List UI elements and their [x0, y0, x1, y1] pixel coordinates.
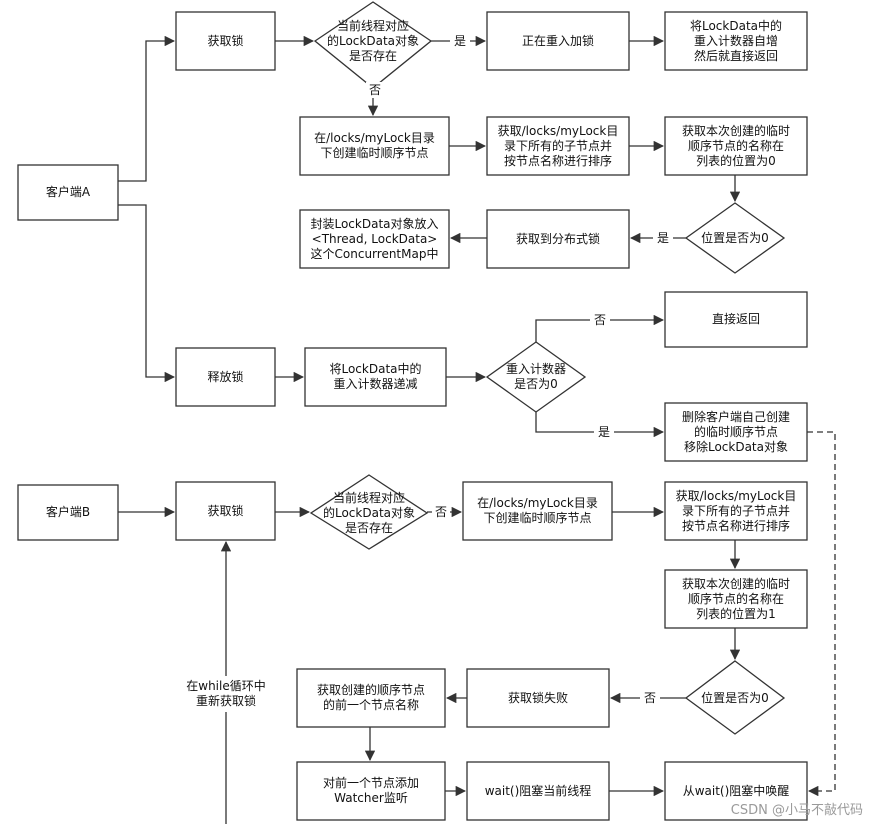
sort-a-box — [486, 116, 630, 176]
direct-return-box — [664, 291, 808, 348]
arrow-client-a-to-release — [118, 204, 176, 383]
arrow-counter-yes — [535, 412, 665, 438]
pos-b-box — [664, 569, 808, 629]
pos0-b-decision — [684, 660, 786, 735]
check-a-decision — [313, 1, 433, 89]
watcher-box — [296, 761, 446, 821]
check-b-decision — [309, 474, 429, 550]
reentering-box — [486, 11, 630, 71]
client-a-box — [17, 164, 119, 221]
pos-a-box — [664, 116, 808, 176]
sort-b-box — [664, 481, 808, 541]
wakeup-box — [664, 761, 808, 821]
dec-counter-box — [304, 347, 447, 407]
arrow-client-a-to-acquire — [118, 35, 176, 182]
fail-lock-box — [466, 668, 610, 728]
inc-counter-box — [664, 11, 808, 71]
arrow-counter-no — [535, 314, 665, 342]
acquire-a-box — [175, 11, 276, 71]
got-lock-box — [486, 209, 630, 269]
wait-box — [466, 761, 610, 821]
acquire-b-box — [175, 481, 276, 541]
create-a-box — [299, 116, 450, 176]
prev-node-box — [296, 668, 446, 728]
csdn-watermark: CSDN @小马不敲代码 — [730, 803, 863, 818]
pos0-a-decision — [684, 202, 786, 274]
counter0-decision — [485, 341, 587, 413]
client-b-box — [17, 484, 119, 541]
wrap-box — [299, 209, 450, 269]
arrow-delete-notify-wakeup — [807, 431, 836, 797]
delete-node-box — [664, 402, 808, 462]
release-a-box — [175, 347, 276, 407]
create-b-box — [462, 481, 613, 541]
